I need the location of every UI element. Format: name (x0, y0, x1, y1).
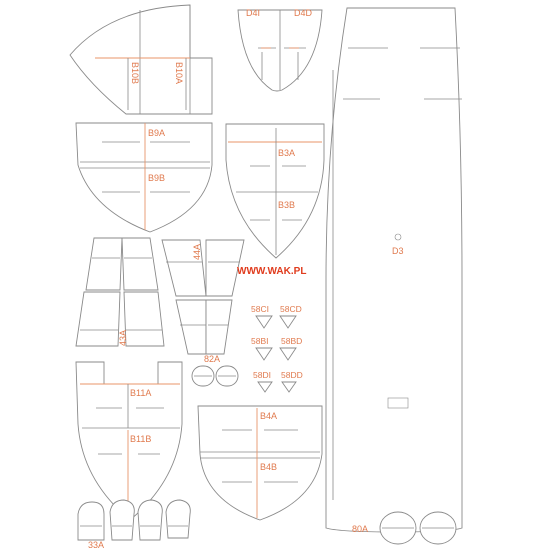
website-url: WWW.WAK.PL (237, 266, 306, 277)
label-80a: 80A (352, 524, 368, 534)
part-d4: D4I D4D (237, 8, 323, 92)
part-58-triangles: 58CI 58CD 58BI 58BD 58DI 58DD (251, 304, 303, 393)
label-b11b: B11B (130, 434, 151, 444)
part-b9: B9A B9B (75, 122, 213, 233)
label-33a: 33A (88, 540, 104, 550)
label-b10a: B10A (174, 62, 184, 84)
label-58cd: 58CD (280, 304, 302, 314)
label-58bd: 58BD (281, 336, 302, 346)
label-b9a: B9A (148, 128, 165, 138)
part-b11: B11A B11B (75, 361, 183, 521)
label-d3: D3 (392, 246, 404, 256)
label-b3a: B3A (278, 148, 295, 158)
part-33a: 33A (77, 499, 191, 550)
label-44a: 44A (192, 244, 202, 260)
label-b3b: B3B (278, 200, 295, 210)
part-b4: B4A B4B (197, 405, 323, 521)
part-44a: 44A (161, 239, 245, 355)
label-b4b: B4B (260, 462, 277, 472)
label-82a: 82A (204, 354, 220, 364)
part-d3: D3 (325, 7, 463, 533)
label-d4d: D4D (294, 8, 313, 18)
label-43a: 43A (118, 330, 128, 346)
part-b3: B3A B3B (225, 123, 325, 259)
part-b10: B10B B10A (69, 4, 213, 115)
label-58bi: 58BI (251, 336, 269, 346)
label-58ci: 58CI (251, 304, 269, 314)
part-80a: 80A (352, 511, 457, 545)
part-43a: 43A (75, 237, 165, 347)
part-82a: 82A (191, 354, 239, 387)
label-58dd: 58DD (281, 370, 303, 380)
label-58di: 58DI (253, 370, 271, 380)
label-b10b: B10B (130, 62, 140, 84)
label-b9b: B9B (148, 173, 165, 183)
label-b11a: B11A (130, 388, 151, 398)
label-d4i: D4I (246, 8, 260, 18)
label-b4a: B4A (260, 411, 277, 421)
